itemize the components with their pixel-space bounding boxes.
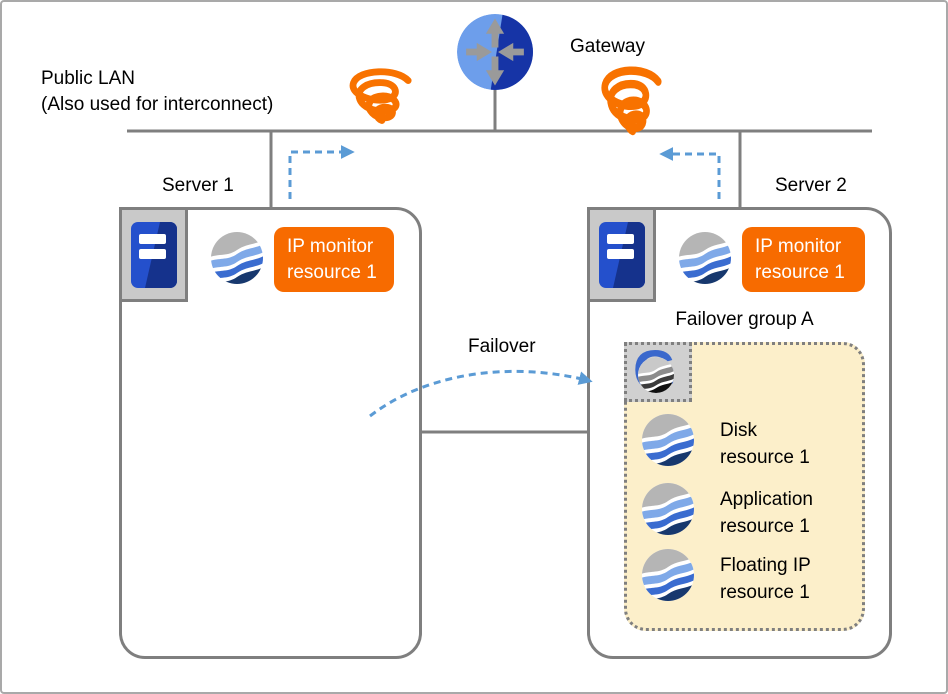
application-resource-line1: Application xyxy=(720,489,813,510)
server2-monitor-resource-globe-icon xyxy=(679,232,731,289)
public-lan-label-line2: (Also used for interconnect) xyxy=(41,94,274,115)
disk-resource-line2: resource 1 xyxy=(720,447,810,468)
tornado-icon-right xyxy=(605,71,659,131)
disk-resource-label: Disk resource 1 xyxy=(720,417,810,471)
application-resource-line2: resource 1 xyxy=(720,516,810,537)
public-lan-label: Public LAN (Also used for interconnect) xyxy=(41,66,273,118)
disk-resource-globe-icon xyxy=(642,414,694,471)
application-resource-label: Application resource 1 xyxy=(720,486,813,540)
public-lan-label-line1: Public LAN xyxy=(41,68,135,89)
failover-group-icon: G xyxy=(624,338,692,402)
gateway-icon xyxy=(457,14,533,90)
failover-group-title: Failover group A xyxy=(675,309,814,330)
server1-monitor-resource-globe-icon xyxy=(211,232,263,289)
floating-ip-resource-label: Floating IP resource 1 xyxy=(720,552,811,606)
floating-ip-resource-line2: resource 1 xyxy=(720,582,810,603)
floating-ip-resource-globe-icon xyxy=(642,549,694,606)
failover-label: Failover xyxy=(468,336,536,357)
server2-icon xyxy=(587,207,656,302)
tornado-icon-left xyxy=(353,72,408,121)
gateway-label: Gateway xyxy=(570,36,645,57)
group-globe-icon xyxy=(638,357,674,398)
server1-label: Server 1 xyxy=(162,175,234,196)
application-resource-globe-icon xyxy=(642,483,694,540)
disk-resource-line1: Disk xyxy=(720,420,757,441)
floating-ip-resource-line1: Floating IP xyxy=(720,555,811,576)
server2-ip-monitor-arrow xyxy=(659,147,721,199)
server1-icon xyxy=(119,207,188,302)
server2-label: Server 2 xyxy=(775,175,847,196)
server1-ip-monitor-arrow xyxy=(288,145,355,199)
